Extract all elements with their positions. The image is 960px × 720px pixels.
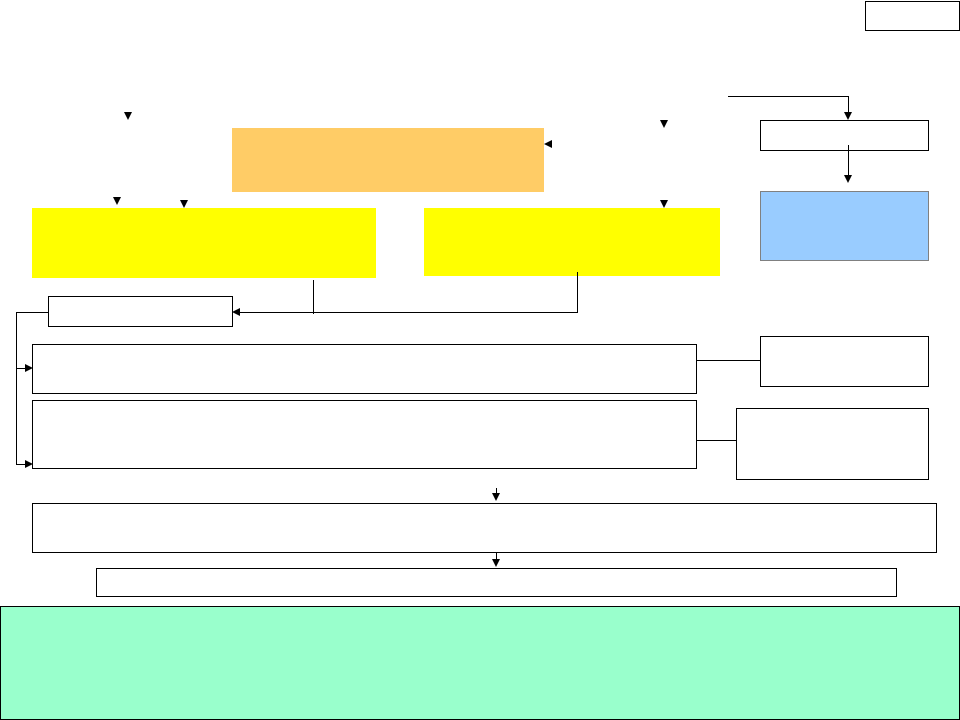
yellow-box-left — [32, 208, 376, 278]
arrow-down-icon — [492, 559, 500, 567]
arrow-right-icon — [25, 364, 33, 372]
top-right-label-box — [865, 1, 960, 31]
arrow-down-icon — [180, 200, 188, 208]
arrow-down-icon — [844, 112, 852, 120]
connector-top-right-v — [848, 96, 849, 112]
connector-to-wide-2 — [16, 464, 26, 465]
connector-small-to-blue — [848, 145, 849, 175]
arrow-down-icon — [124, 112, 132, 120]
arrow-down-icon — [660, 120, 668, 128]
right-small-box — [760, 120, 929, 151]
yellow-box-right — [424, 208, 720, 276]
green-box — [0, 606, 960, 720]
side-box-2 — [736, 408, 929, 480]
wide-box-4 — [96, 568, 897, 597]
arrow-left-icon — [232, 308, 240, 316]
orange-box — [232, 128, 544, 192]
blue-box — [760, 191, 929, 261]
connector-wide2-side2 — [697, 440, 736, 441]
connector-to-wide-1 — [16, 368, 26, 369]
connector-wide1-side1 — [697, 360, 760, 361]
side-box-1 — [760, 336, 929, 387]
connector-yellow-left-down — [313, 280, 314, 314]
wide-box-1 — [32, 344, 697, 394]
connector-to-wide-3 — [496, 488, 497, 494]
connector-merge-left — [16, 312, 49, 313]
arrow-down-icon — [844, 175, 852, 183]
merge-box — [48, 296, 233, 327]
connector-to-merge — [240, 312, 578, 313]
connector-left-vertical — [16, 312, 17, 464]
arrow-down-icon — [492, 493, 500, 501]
arrow-left-icon — [544, 140, 552, 148]
connector-top-right-h — [728, 96, 849, 97]
arrow-down-icon — [113, 197, 121, 205]
arrow-right-icon — [25, 460, 33, 468]
connector-to-wide-4 — [496, 552, 497, 560]
wide-box-3 — [32, 503, 937, 553]
wide-box-2 — [32, 400, 697, 469]
connector-yellow-right-down — [577, 272, 578, 312]
arrow-down-icon — [660, 200, 668, 208]
